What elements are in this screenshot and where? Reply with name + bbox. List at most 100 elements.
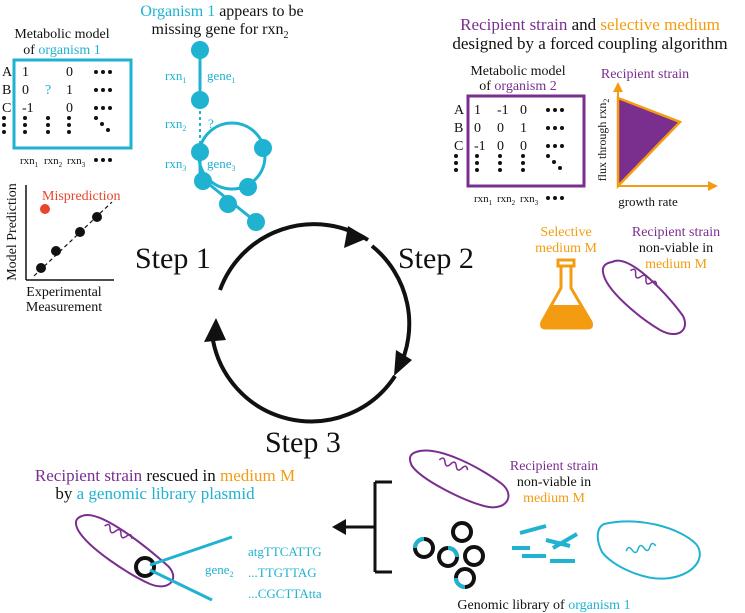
matrix-cell: 0 (66, 65, 73, 80)
pathway-question-label: ? (208, 116, 214, 131)
matrix-ellipsis-dot (546, 126, 550, 130)
matrix-ellipsis-dot (67, 123, 71, 127)
panel1-row-labels: ABC (2, 65, 13, 116)
scatter-xlabel-line2: Measurement (26, 300, 102, 315)
step2-label: Step 2 (398, 242, 474, 275)
metabolite-node (191, 143, 209, 161)
col-sub: 2 (512, 199, 516, 207)
cycle-arc-bottom (210, 333, 397, 424)
sequence-line2: ...TTGTTAG (248, 565, 317, 580)
matrix-ellipsis-dot (546, 196, 550, 200)
cycle-arrowhead-left (204, 318, 226, 342)
matrix-ellipsis-dot (101, 106, 105, 110)
org1-title-line2-text: missing gene for rxn (152, 21, 284, 38)
nonviable3-line2: non-viable in (517, 475, 591, 490)
matrix-ellipsis-dot (101, 70, 105, 74)
matrix-col-label: rxn2 (44, 155, 63, 169)
matrix-ellipsis-dot (2, 130, 6, 134)
matrix-row-label: A (2, 65, 13, 80)
matrix-ellipsis-dot (546, 108, 550, 112)
panel2-model-line1: Metabolic model (470, 64, 565, 79)
rxn2-sub: 2 (182, 124, 186, 133)
matrix-cell: ? (45, 83, 51, 98)
matrix-ellipsis-dot (560, 144, 564, 148)
result-arrowhead (332, 519, 346, 535)
medium-label-line1: Selective (540, 225, 591, 240)
rxn2-prefix: rxn (165, 116, 183, 131)
matrix-cell: -1 (497, 103, 509, 118)
panel2-flux-plot: Recipient strain flux through rxn2 growt… (595, 67, 718, 209)
org1-title-sub: 2 (283, 30, 288, 41)
matrix-ellipsis-dot (46, 123, 50, 127)
panel2-row-labels: ABC (454, 103, 465, 154)
bacterium-icon (601, 259, 686, 335)
matrix-ellipsis-dot (560, 196, 564, 200)
panel3-title-plasmid: a genomic library plasmid (77, 484, 255, 503)
matrix-ellipsis-dot (552, 160, 556, 164)
medium-label-line2: medium M (535, 241, 597, 256)
matrix-ellipsis-dot (558, 166, 562, 170)
panel2-title-and: and (567, 15, 600, 34)
flask-icon (540, 258, 594, 330)
panel1-scatter: Misprediction Model Prediction Experimen… (5, 183, 121, 315)
matrix-cell: 1 (22, 65, 29, 80)
matrix-ellipsis-dot (23, 123, 27, 127)
nonviable2-line2: non-viable in (639, 241, 713, 256)
matrix-ellipsis-dot (475, 154, 479, 158)
pathway-gene3-label: gene3 (207, 156, 236, 173)
feasible-region (616, 96, 683, 190)
matrix-ellipsis-dot (106, 128, 110, 132)
nonviable3-line1: Recipient strain (510, 459, 598, 474)
cycle-arc-right (370, 244, 412, 371)
pathway-rxn2-label: rxn2 (165, 116, 186, 133)
sequence-line1: atgTTCATTG (248, 544, 322, 559)
matrix-cell: -1 (22, 101, 34, 116)
panel2-header: Recipient strain and selective medium de… (452, 15, 727, 53)
matrix-row-label: C (454, 139, 463, 154)
step3-label: Step 3 (265, 426, 341, 459)
gene-insert-line (149, 568, 213, 602)
matrix-col-label: rxn1 (20, 155, 39, 169)
flux-ylabel-sub: 2 (602, 99, 611, 103)
scatter-point (75, 227, 85, 237)
matrix-ellipsis-dot (108, 106, 112, 110)
nonviable2-line1: Recipient strain (632, 225, 720, 240)
matrix-cell: 0 (474, 121, 481, 136)
matrix-row-label: A (454, 103, 465, 118)
panel2-nonviable: Recipient strain non-viable in medium M (601, 225, 720, 335)
scatter-ylabel: Model Prediction (5, 183, 20, 281)
matrix-ellipsis-dot (475, 168, 479, 172)
panel1-matrix-box (12, 58, 133, 150)
matrix-ellipsis-dot (521, 161, 525, 165)
panel1-title-line2: of organism 1 (23, 43, 101, 58)
matrix-cell: 1 (66, 83, 73, 98)
panel3-title-recipient: Recipient strain (35, 466, 143, 485)
genomic-library-label: Genomic library of organism 1 (457, 598, 630, 613)
matrix-cell: 0 (22, 83, 29, 98)
panel3-title-rescued: rescued in (142, 466, 220, 485)
matrix-cell: 0 (497, 139, 504, 154)
matrix-ellipsis-dot (94, 70, 98, 74)
col-prefix: rxn (520, 193, 535, 205)
matrix-cell: 0 (520, 139, 527, 154)
org1-title-line1: Organism 1 appears to be (140, 3, 303, 20)
matrix-ellipsis-dot (553, 126, 557, 130)
col-prefix: rxn (497, 193, 512, 205)
panel2-title-recipient: Recipient strain (460, 15, 568, 34)
scatter-misprediction-point (40, 204, 50, 214)
panel2-medium: Selective medium M (535, 225, 597, 330)
panel2-model-organism: organism 2 (494, 79, 556, 94)
metabolite-node (194, 172, 212, 190)
matrix-ellipsis-dot (67, 116, 71, 120)
organism1-pathway: Organism 1 appears to be missing gene fo… (140, 3, 304, 231)
matrix-ellipsis-dot (101, 158, 105, 162)
panel3-header: Recipient strain rescued in medium M by … (35, 466, 295, 503)
scatter-xlabel-line1: Experimental (26, 285, 102, 300)
panel2-title-medium: selective medium (600, 15, 719, 34)
flux-ylabel-text: flux through rxn (595, 103, 609, 182)
flux-y-arrowhead (613, 82, 623, 92)
matrix-ellipsis-dot (2, 123, 6, 127)
